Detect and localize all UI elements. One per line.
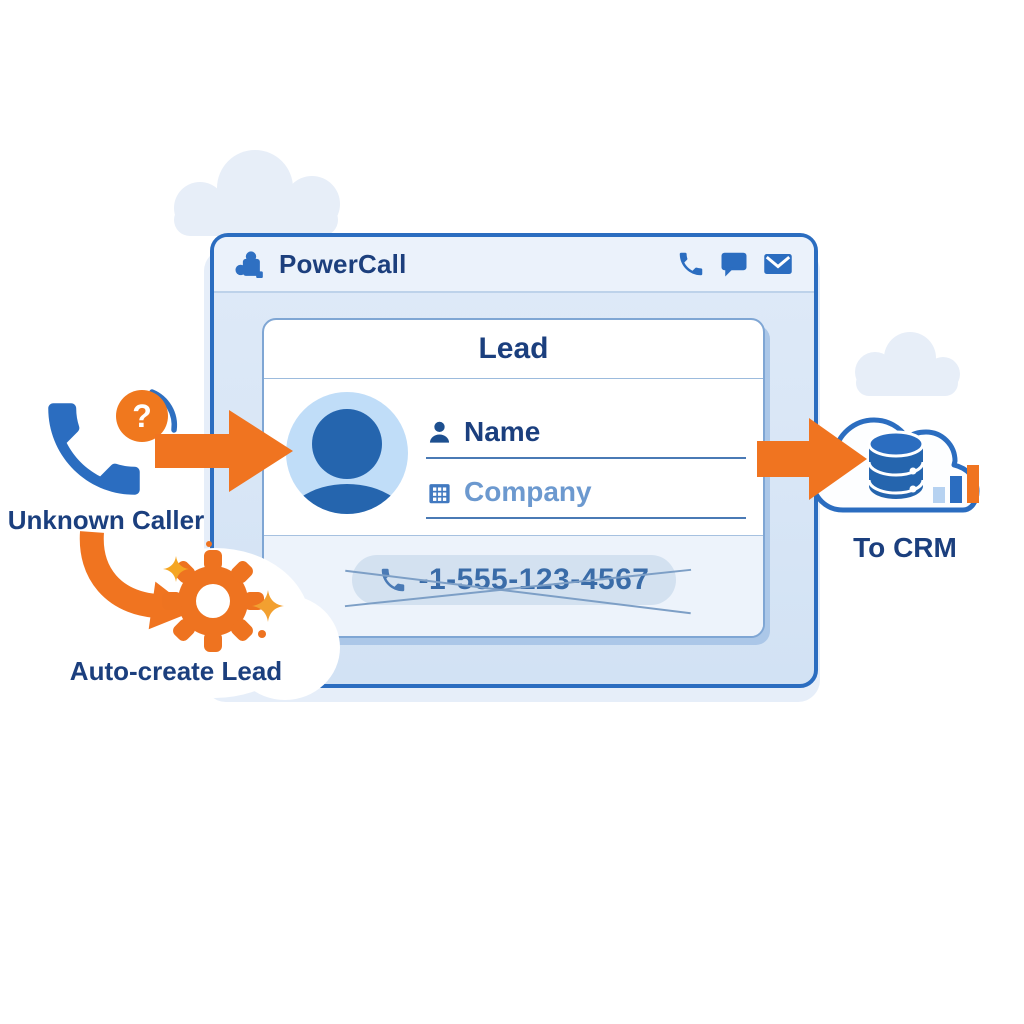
phone-number-pill[interactable]: -1-555-123-4567 — [351, 555, 676, 605]
question-mark: ? — [132, 397, 152, 434]
lead-card-title: Lead — [264, 320, 763, 379]
sparkle-icon — [252, 590, 284, 622]
phone-small-icon — [381, 568, 404, 592]
company-field[interactable]: Company — [426, 476, 746, 519]
building-icon — [429, 483, 450, 503]
phone-handset-icon — [48, 403, 140, 495]
puzzle-icon — [235, 251, 263, 279]
background-cloud-right — [855, 332, 960, 396]
phone-section: -1-555-123-4567 — [264, 535, 763, 636]
sparkle-icon — [163, 556, 189, 582]
powercall-window: PowerCall Lead — [210, 233, 818, 688]
app-title: PowerCall — [279, 248, 407, 279]
to-crm-label: To CRM — [853, 532, 957, 563]
auto-create-lead-label: Auto-create Lead — [69, 656, 283, 686]
avatar — [286, 392, 408, 514]
crm-cloud — [810, 417, 980, 513]
sparkle-dot — [206, 541, 212, 547]
background-cloud-top — [174, 150, 340, 236]
company-field-label: Company — [464, 476, 592, 507]
sparkle-dot — [258, 630, 266, 638]
database-icon — [867, 430, 925, 499]
name-field-label: Name — [464, 416, 541, 447]
mail-icon[interactable] — [762, 249, 794, 279]
unknown-caller-label: Unknown Caller — [7, 505, 205, 535]
arrow-right-icon — [757, 418, 867, 500]
phone-number-text: -1-555-123-4567 — [418, 563, 650, 596]
question-badge: ? — [116, 390, 168, 442]
sparkle-dot — [240, 563, 247, 570]
name-field[interactable]: Name — [426, 416, 746, 459]
chat-icon[interactable] — [719, 249, 749, 279]
phone-icon[interactable] — [676, 249, 706, 279]
bar-chart-icon — [933, 465, 979, 503]
gear-backdrop-cloud — [230, 595, 340, 700]
arrow-right-icon — [155, 410, 293, 492]
window-header: PowerCall — [214, 237, 814, 293]
lead-card: Lead Name — [262, 318, 765, 638]
person-icon — [429, 421, 450, 443]
